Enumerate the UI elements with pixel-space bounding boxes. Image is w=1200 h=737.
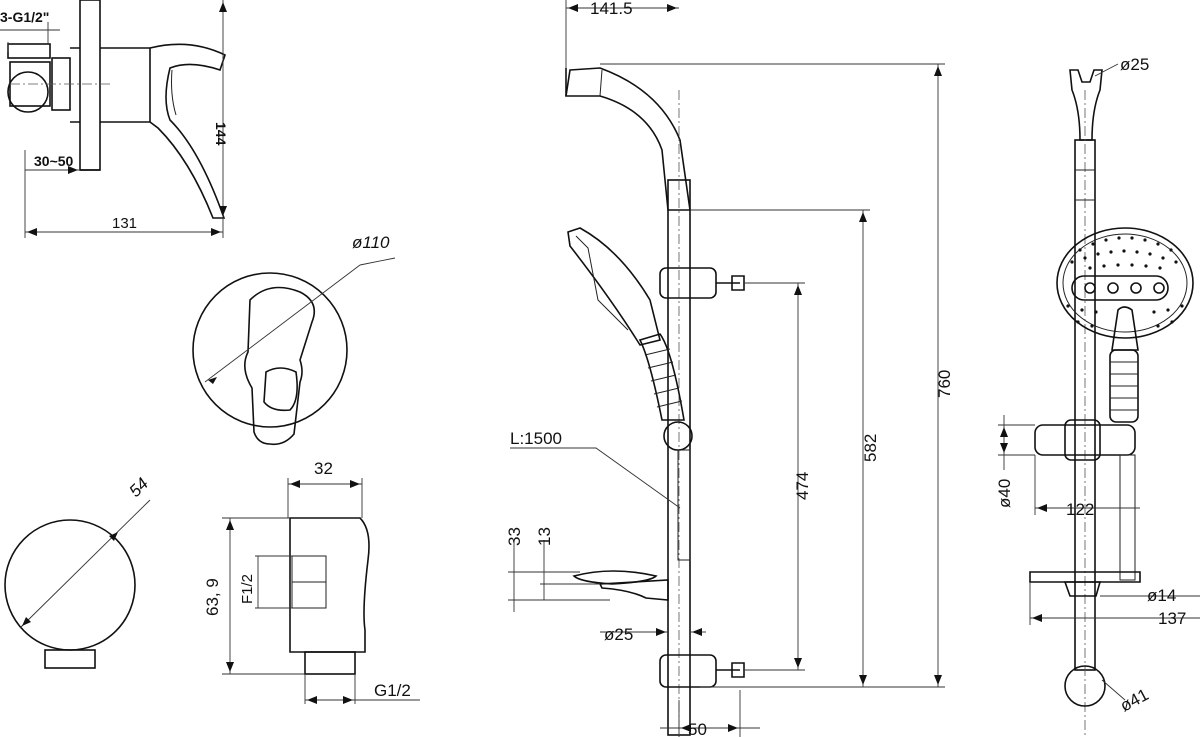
dim-mixer-wall-range: 30~50	[34, 153, 74, 169]
dim-elbow-outer-thread: G1/2	[374, 681, 411, 700]
dim-wall-offset: 50	[688, 720, 707, 737]
dim-mixer-inlet: 3-G1/2"	[0, 9, 49, 25]
mixer-front-view	[192, 257, 396, 446]
elbow-round-view	[4, 499, 151, 669]
dim-top-rail-diameter: ø25	[1120, 55, 1149, 74]
dim-elbow-height: 63, 9	[203, 578, 222, 616]
mixer-side-view	[0, 0, 227, 238]
dim-bracket-to-top: 582	[861, 434, 880, 462]
dim-arm-offset: 141.5	[590, 0, 633, 18]
dim-elbow-diameter: 54	[125, 474, 152, 501]
dim-overall-height: 760	[935, 370, 954, 398]
dim-rail-diameter: ø25	[604, 625, 633, 644]
dim-total-depth: 137	[1158, 609, 1186, 628]
dim-elbow-inner-thread: F1/2	[239, 574, 256, 604]
dim-slider-depth: 122	[1066, 500, 1094, 519]
rail-front-view	[998, 63, 1200, 737]
dim-soap-offset-a: 33	[505, 527, 524, 546]
dim-elbow-width: 32	[314, 459, 333, 478]
dim-bracket-spacing: 474	[793, 472, 812, 500]
dim-hose-length: L:1500	[510, 429, 562, 448]
dim-end-cap-diameter: ø41	[1117, 685, 1152, 716]
elbow-side-view	[222, 478, 420, 704]
rail-side-view	[508, 0, 945, 737]
dim-soap-offset-b: 13	[535, 527, 554, 546]
dim-soap-dish-diameter: ø14	[1147, 586, 1176, 605]
dim-plate-diameter: ø110	[352, 233, 390, 252]
dim-slider-height: ø40	[995, 479, 1014, 508]
dim-mixer-length: 131	[112, 215, 137, 232]
dim-mixer-height: 144	[213, 122, 229, 146]
